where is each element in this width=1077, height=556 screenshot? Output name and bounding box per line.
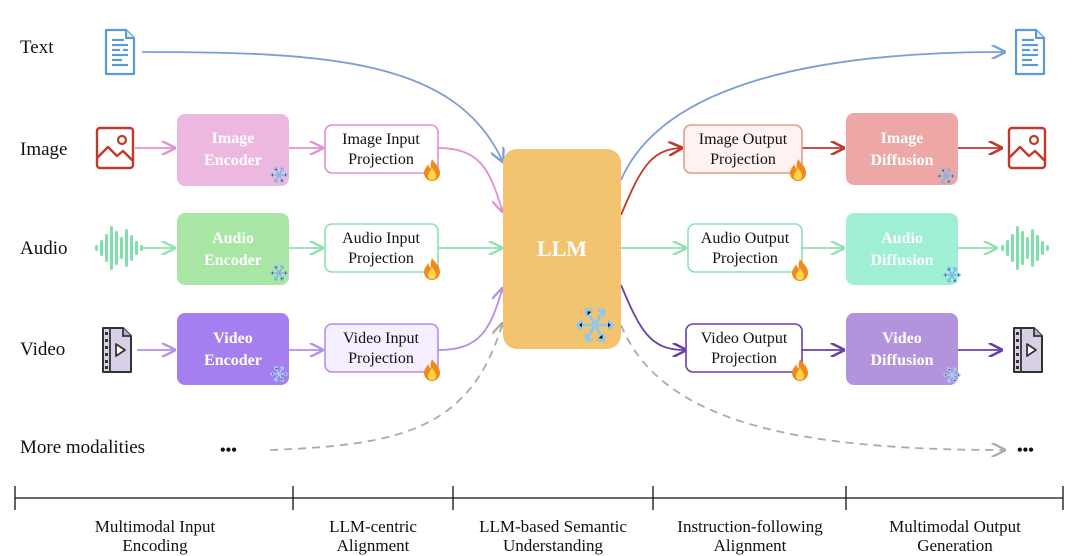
- more-modalities-label: More modalities: [20, 437, 145, 458]
- diffusions: Image Diffusion Audio Diffusion Video Di…: [846, 113, 961, 385]
- image-projection-to-llm-arrow: [437, 147, 502, 210]
- audio-input-projection-line1: Audio Input: [342, 230, 420, 247]
- video-encoder-line2: Encoder: [204, 352, 262, 369]
- image-diffusion-line2: Diffusion: [870, 152, 933, 169]
- audio-label: Audio: [20, 238, 68, 259]
- input-labels: Text Image Audio Video More modalities •…: [20, 37, 237, 459]
- llm-to-image-output-projection-arrow: [620, 148, 680, 216]
- text-to-llm-arrow: [141, 51, 502, 160]
- video-diffusion-box: Video Diffusion: [846, 313, 961, 385]
- image-label: Image: [20, 139, 67, 160]
- video-encoder-box: Video Encoder: [177, 313, 289, 385]
- image-encoder-box: Image Encoder: [177, 114, 289, 186]
- audio-output-projection-box: Audio Output Projection: [687, 223, 808, 281]
- stage-3-line1: LLM-based Semantic: [479, 517, 627, 536]
- llm-to-more-output-arrow: [620, 324, 1003, 450]
- video-diffusion-line2: Diffusion: [870, 352, 933, 369]
- video-output-projection-line1: Video Output: [701, 330, 788, 347]
- image-diffusion-box: Image Diffusion: [846, 113, 958, 185]
- image-diffusion-line1: Image: [881, 130, 924, 147]
- stage-4-line2: Alignment: [714, 536, 787, 555]
- video-input-projection-line1: Video Input: [343, 330, 419, 347]
- encoders: Image Encoder Audio Encoder Video Encode…: [177, 114, 289, 385]
- video-output-projection-box: Video Output Projection: [685, 323, 808, 381]
- image-output-projection-box: Image Output Projection: [683, 124, 806, 181]
- document-icon: [1014, 28, 1046, 76]
- audio-encoder-line2: Encoder: [204, 252, 262, 269]
- video-file-icon: [102, 327, 132, 373]
- input-projections: Image Input Projection Audio Input Proje…: [324, 124, 440, 381]
- document-icon: [104, 28, 136, 76]
- image-input-projection-box: Image Input Projection: [324, 124, 440, 181]
- image-encoder-line1: Image: [212, 130, 255, 147]
- output-projections: Image Output Projection Audio Output Pro…: [683, 124, 808, 381]
- connectors: [135, 52, 1003, 450]
- video-input-projection-line2: Projection: [348, 350, 414, 367]
- more-modalities-to-llm-arrow: [269, 325, 502, 451]
- image-icon: [1007, 126, 1047, 170]
- stage-1-line1: Multimodal Input: [95, 517, 216, 536]
- stage-4-line1: Instruction-following: [677, 517, 823, 536]
- audio-input-projection-box: Audio Input Projection: [324, 223, 440, 280]
- more-output-ellipsis: •••: [1017, 442, 1034, 459]
- video-encoder-line1: Video: [213, 330, 252, 347]
- image-output-projection-line1: Image Output: [699, 131, 788, 148]
- image-input-projection-line2: Projection: [348, 151, 414, 168]
- stage-2-line2: Alignment: [337, 536, 410, 555]
- waveform-icon: [1001, 226, 1049, 270]
- stage-3-line2: Understanding: [503, 536, 604, 555]
- llm-box: LLM: [503, 149, 621, 349]
- video-diffusion-line1: Video: [882, 330, 921, 347]
- video-input-projection-box: Video Input Projection: [324, 323, 440, 381]
- video-output-projection-line2: Projection: [711, 350, 777, 367]
- audio-diffusion-line2: Diffusion: [870, 252, 933, 269]
- llm-to-video-output-projection-arrow: [620, 284, 684, 350]
- audio-encoder-line1: Audio: [212, 230, 254, 247]
- image-encoder-line2: Encoder: [204, 152, 262, 169]
- llm-label: LLM: [537, 236, 587, 261]
- audio-output-projection-line2: Projection: [712, 250, 778, 267]
- audio-diffusion-box: Audio Diffusion: [846, 213, 961, 285]
- audio-diffusion-line1: Audio: [881, 230, 923, 247]
- stage-2-line1: LLM-centric: [329, 517, 417, 536]
- image-input-projection-line1: Image Input: [342, 131, 420, 148]
- stage-labels: Multimodal Input Encoding LLM-centric Al…: [95, 517, 1021, 555]
- image-output-projection-line2: Projection: [710, 151, 776, 168]
- more-input-ellipsis: •••: [220, 442, 237, 459]
- audio-output-projection-line1: Audio Output: [701, 230, 790, 247]
- audio-encoder-box: Audio Encoder: [177, 213, 289, 285]
- stage-5-line2: Generation: [917, 536, 993, 555]
- audio-input-projection-line2: Projection: [348, 250, 414, 267]
- stage-5-line1: Multimodal Output: [889, 517, 1021, 536]
- text-label: Text: [20, 37, 54, 58]
- image-icon: [95, 126, 135, 170]
- video-projection-to-llm-arrow: [437, 290, 502, 351]
- stage-1-line2: Encoding: [122, 536, 188, 555]
- video-file-icon: [1013, 327, 1043, 373]
- video-label: Video: [20, 339, 65, 360]
- llm-to-text-arrow: [620, 52, 1003, 181]
- stage-bracket: [14, 486, 1064, 510]
- waveform-icon: [95, 226, 143, 270]
